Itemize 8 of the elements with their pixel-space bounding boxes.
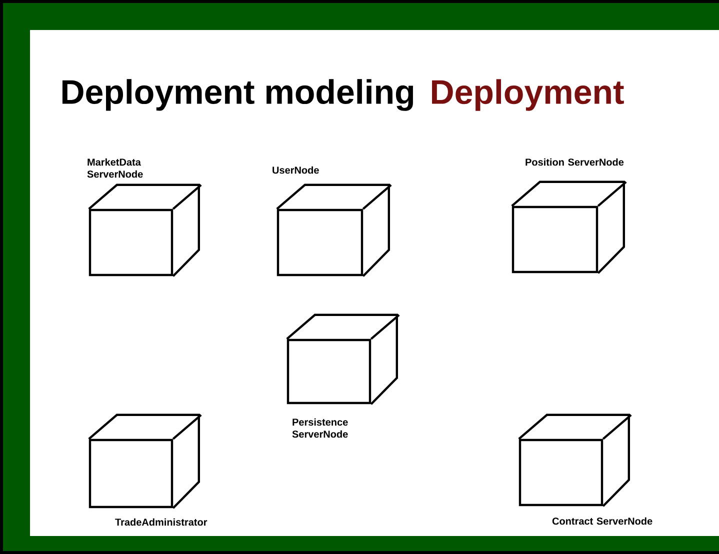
- node-label: Position ServerNode: [526, 158, 624, 166]
- node-label: Persistence ServerNode: [292, 418, 348, 438]
- node-label: TradeAdministrator: [115, 518, 208, 526]
- node-label: UserNode: [272, 166, 319, 174]
- node-label: MarketData ServerNode: [87, 158, 143, 178]
- title: Deployment: [432, 79, 624, 111]
- title: Deployment modeling: [62, 79, 414, 111]
- node-label: Contract ServerNode: [552, 517, 652, 525]
